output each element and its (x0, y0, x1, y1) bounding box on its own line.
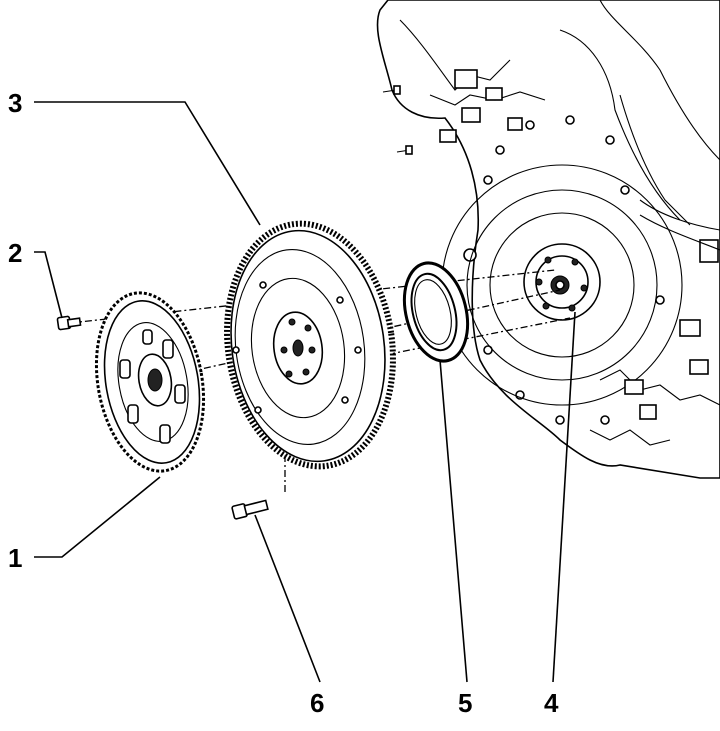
callout-3: 3 (8, 88, 22, 118)
bolt-6 (231, 499, 269, 520)
leader-3 (34, 101, 261, 226)
callout-1: 1 (8, 543, 22, 573)
leader-lines (34, 101, 576, 683)
leader-4 (552, 311, 576, 683)
leader-5 (439, 359, 468, 683)
shaft-seal (402, 261, 470, 363)
engine-block (376, 0, 720, 479)
leader-6 (254, 514, 321, 683)
callout-2: 2 (8, 238, 22, 268)
callout-4: 4 (544, 688, 559, 718)
leader-1 (34, 476, 161, 558)
bolt-2 (56, 315, 82, 331)
callout-labels: 1 2 3 4 5 6 (8, 88, 559, 718)
flywheel (224, 220, 396, 470)
callout-6: 6 (310, 688, 324, 718)
callout-5: 5 (458, 688, 472, 718)
clutch-disc (94, 291, 206, 473)
leader-2 (34, 251, 63, 319)
